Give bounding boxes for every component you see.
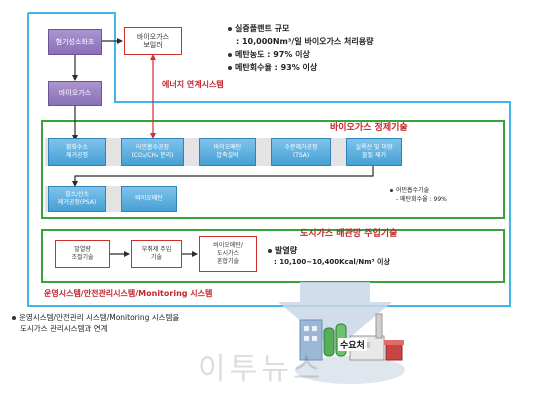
bottom-note: 운영시스템/안전관리 시스템/Monitoring 시스템을 도시가스 관리시스… <box>12 312 179 334</box>
moisture-removal-box: 수분제거공정 (TSA) <box>271 138 331 166</box>
info-methane-concentration: 메탄농도 : 97% 이상 <box>235 50 310 59</box>
bullet-icon <box>228 65 232 70</box>
bottom-note-line2: 도시가스 관리시스템과 연계 <box>20 324 108 333</box>
outer-system-frame <box>27 12 511 307</box>
bullet-icon <box>268 249 272 253</box>
info-heating-title: 발열량 <box>275 246 298 255</box>
city-gas-injection-title: 도시가스 배관망 주입기술 <box>300 229 398 239</box>
psa-box: 질소/산소 제거공정(PSA) <box>48 186 106 212</box>
biomethane-compression-box: 바이오메탄 압축설비 <box>199 138 256 166</box>
bullet-icon <box>390 189 393 192</box>
info-heating-value: : 10,100~10,400Kcal/Nm³ 이상 <box>274 258 390 266</box>
gas-mixing-box: 바이오메탄/ 도시가스 혼합기술 <box>199 236 257 272</box>
refining-section-frame <box>41 120 505 219</box>
refining-info: 어민흡수기술 - 메탄회수율 : 99% <box>390 186 447 204</box>
info-methane-recovery: 메탄회수율 : 93% 이상 <box>235 63 318 72</box>
heating-value-info: 발열량 : 10,100~10,400Kcal/Nm³ 이상 <box>268 245 390 268</box>
energy-link-system-label: 에너지 연계시스템 <box>162 80 224 89</box>
desulfurization-box: 황화수소 제거공정 <box>48 138 106 166</box>
bottom-note-line1: 운영시스템/안전관리 시스템/Monitoring 시스템을 <box>19 313 180 322</box>
biogas-refining-title: 바이오가스 정제기술 <box>330 123 408 133</box>
info-scale-value: : 10,000Nm³/일 바이오가스 처리용량 <box>236 37 374 46</box>
odorant-injection-box: 부취제 주입 기술 <box>131 240 182 268</box>
operation-monitoring-system-label: 운영시스템/안전관리시스템/Monitoring 시스템 <box>44 289 213 298</box>
injection-section-frame <box>41 229 505 283</box>
biogas-box: 바이오가스 <box>48 81 102 106</box>
top-info-block: 실증플랜트 규모 : 10,000Nm³/일 바이오가스 처리용량 메탄농도 :… <box>228 22 373 74</box>
bullet-icon <box>228 26 232 31</box>
anaerobic-digester-box: 혐기성소화조 <box>48 29 102 55</box>
bullet-icon <box>228 52 232 57</box>
heating-value-control-box: 발열량 조절기술 <box>55 240 110 268</box>
info-amine-recovery: - 메탄회수율 : 99% <box>396 196 447 203</box>
bullet-icon <box>12 316 16 320</box>
consumer-label: 수요처 <box>338 338 367 351</box>
watermark: 이투뉴스 <box>198 352 325 387</box>
info-scale-title: 실증플랜트 규모 <box>235 24 290 33</box>
info-amine-title: 어민흡수기술 <box>396 187 430 194</box>
siloxane-removal-box: 실록산 및 미량 물질 제거 <box>346 138 402 166</box>
amine-absorption-box: 어민흡수공정 (CO₂/CH₄ 분리) <box>121 138 184 166</box>
biogas-boiler-box: 바이오가스 보일러 <box>124 27 182 55</box>
down-arrow-to-consumer <box>278 282 392 350</box>
biomethane-box: 바이오메탄 <box>121 186 177 212</box>
